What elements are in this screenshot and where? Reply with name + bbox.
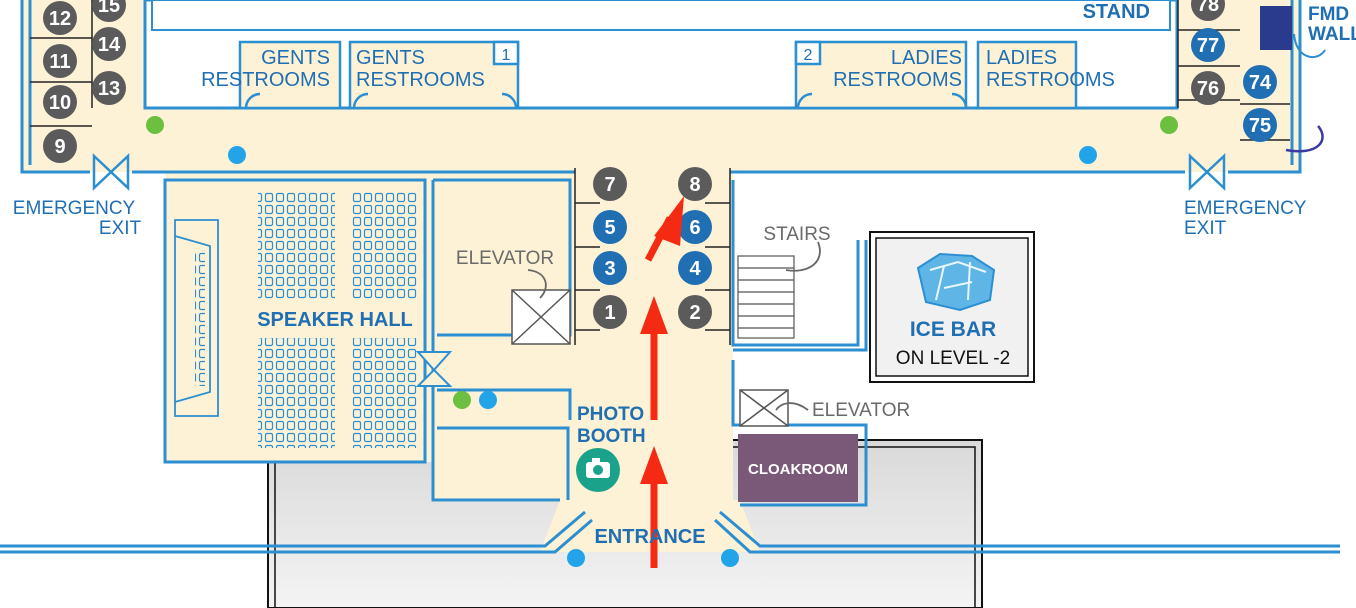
svg-text:6: 6 xyxy=(689,217,700,239)
elevator-icon xyxy=(739,389,789,427)
restroom-blocks xyxy=(238,40,1078,110)
emergency-exit-left-label: EMERGENCY xyxy=(13,198,136,219)
svg-text:78: 78 xyxy=(1197,0,1219,16)
photo-booth-label: PHOTO xyxy=(577,404,644,425)
svg-text:13: 13 xyxy=(98,78,120,100)
restroom-number-1: 1 xyxy=(502,47,511,64)
emergency-exit-left-label-2: EXIT xyxy=(99,218,142,239)
gents-restroom-1-label: GENTS xyxy=(261,47,330,69)
gents-restroom-2-label-2: RESTROOMS xyxy=(356,69,485,91)
fmd-wall xyxy=(1260,6,1292,50)
gents-restroom-2-label: GENTS xyxy=(356,47,425,69)
ice-bar-room xyxy=(869,231,1035,383)
svg-text:76: 76 xyxy=(1197,78,1219,100)
booth-15: 15 xyxy=(92,0,126,22)
booth-3: 3 xyxy=(593,251,627,285)
svg-text:74: 74 xyxy=(1249,72,1272,94)
emergency-exit-door-icon xyxy=(92,153,130,191)
stairs-label: STAIRS xyxy=(763,224,830,245)
elevator-icon xyxy=(511,289,571,345)
svg-text:15: 15 xyxy=(98,0,120,17)
booth-76: 76 xyxy=(1191,71,1225,105)
walls xyxy=(0,0,1340,554)
entrance-label: ENTRANCE xyxy=(594,526,705,548)
gents-restroom-1-label-2: RESTROOMS xyxy=(201,69,330,91)
booth-11: 11 xyxy=(43,44,77,78)
map-markers xyxy=(146,116,1178,567)
direction-arrow-icon xyxy=(785,241,821,272)
photo-booth-label-2: BOOTH xyxy=(577,426,646,447)
booth-7: 7 xyxy=(593,167,627,201)
elevator-left-label: ELEVATOR xyxy=(456,248,554,269)
svg-text:2: 2 xyxy=(689,302,700,324)
booth-78: 78 xyxy=(1191,0,1225,21)
ladies-restroom-2-label: LADIES xyxy=(986,47,1057,69)
booth-1: 1 xyxy=(593,295,627,329)
emergency-exit-door-icon xyxy=(1188,153,1226,191)
fmd-wall-label-2: WALL xyxy=(1308,24,1356,45)
ice-cube-icon xyxy=(916,252,996,312)
svg-text:12: 12 xyxy=(49,8,71,30)
map-labels: STAND FMD WALL GENTS RESTROOMS GENTS RES… xyxy=(13,1,1356,548)
camera-icon xyxy=(576,448,620,492)
emergency-exit-right-label-2: EXIT xyxy=(1184,218,1227,239)
booth-6: 6 xyxy=(678,210,712,244)
booth-13: 13 xyxy=(92,71,126,105)
svg-text:9: 9 xyxy=(54,136,65,158)
svg-text:10: 10 xyxy=(49,92,71,114)
booth-9: 9 xyxy=(43,129,77,163)
svg-text:1: 1 xyxy=(604,302,615,324)
svg-text:7: 7 xyxy=(604,174,615,196)
svg-text:14: 14 xyxy=(98,34,121,56)
booth-77: 77 xyxy=(1191,28,1225,62)
booth-8: 8 xyxy=(678,167,712,201)
svg-text:5: 5 xyxy=(604,217,615,239)
ladies-restroom-1-label-2: RESTROOMS xyxy=(833,69,962,91)
svg-text:75: 75 xyxy=(1249,115,1271,137)
fmd-wall-label: FMD xyxy=(1308,4,1349,25)
emergency-exit-right-label: EMERGENCY xyxy=(1184,198,1307,219)
direction-arrow-icon xyxy=(775,402,809,411)
booth-10: 10 xyxy=(43,85,77,119)
direction-arrow-icon xyxy=(527,269,547,299)
svg-text:77: 77 xyxy=(1197,35,1219,57)
cloakroom-label: CLOAKROOM xyxy=(748,461,848,478)
booths: 15 14 13 12 11 10 9 7 8 5 6 3 4 1 2 78 7… xyxy=(43,0,1277,329)
direction-arrow-icon xyxy=(1293,33,1326,59)
stand-label: STAND xyxy=(1083,1,1150,23)
ladies-restroom-1-label: LADIES xyxy=(891,47,962,69)
booth-75: 75 xyxy=(1243,108,1277,142)
ice-bar-label: ICE BAR xyxy=(910,318,996,341)
svg-text:3: 3 xyxy=(604,258,615,280)
elevator-right-label: ELEVATOR xyxy=(812,400,910,421)
booth-14: 14 xyxy=(92,27,126,61)
speaker-hall xyxy=(174,192,453,448)
booth-74: 74 xyxy=(1243,65,1277,99)
speaker-hall-label: SPEAKER HALL xyxy=(257,309,413,331)
svg-text:11: 11 xyxy=(49,51,70,73)
booth-rows-left xyxy=(30,0,1290,141)
cloakroom xyxy=(738,434,858,502)
ice-bar-level-label: ON LEVEL -2 xyxy=(896,348,1010,369)
direction-arrow-icon xyxy=(1285,125,1324,153)
booth-4: 4 xyxy=(678,251,712,285)
svg-text:4: 4 xyxy=(689,258,701,280)
route-arrows xyxy=(640,196,684,568)
booth-5: 5 xyxy=(593,210,627,244)
booth-12: 12 xyxy=(43,1,77,35)
svg-text:8: 8 xyxy=(689,174,700,196)
central-booth-strips xyxy=(574,168,731,345)
ladies-restroom-2-label-2: RESTROOMS xyxy=(986,69,1115,91)
booth-2: 2 xyxy=(678,295,712,329)
restroom-number-2: 2 xyxy=(804,47,813,64)
stairs-icon xyxy=(737,255,795,339)
